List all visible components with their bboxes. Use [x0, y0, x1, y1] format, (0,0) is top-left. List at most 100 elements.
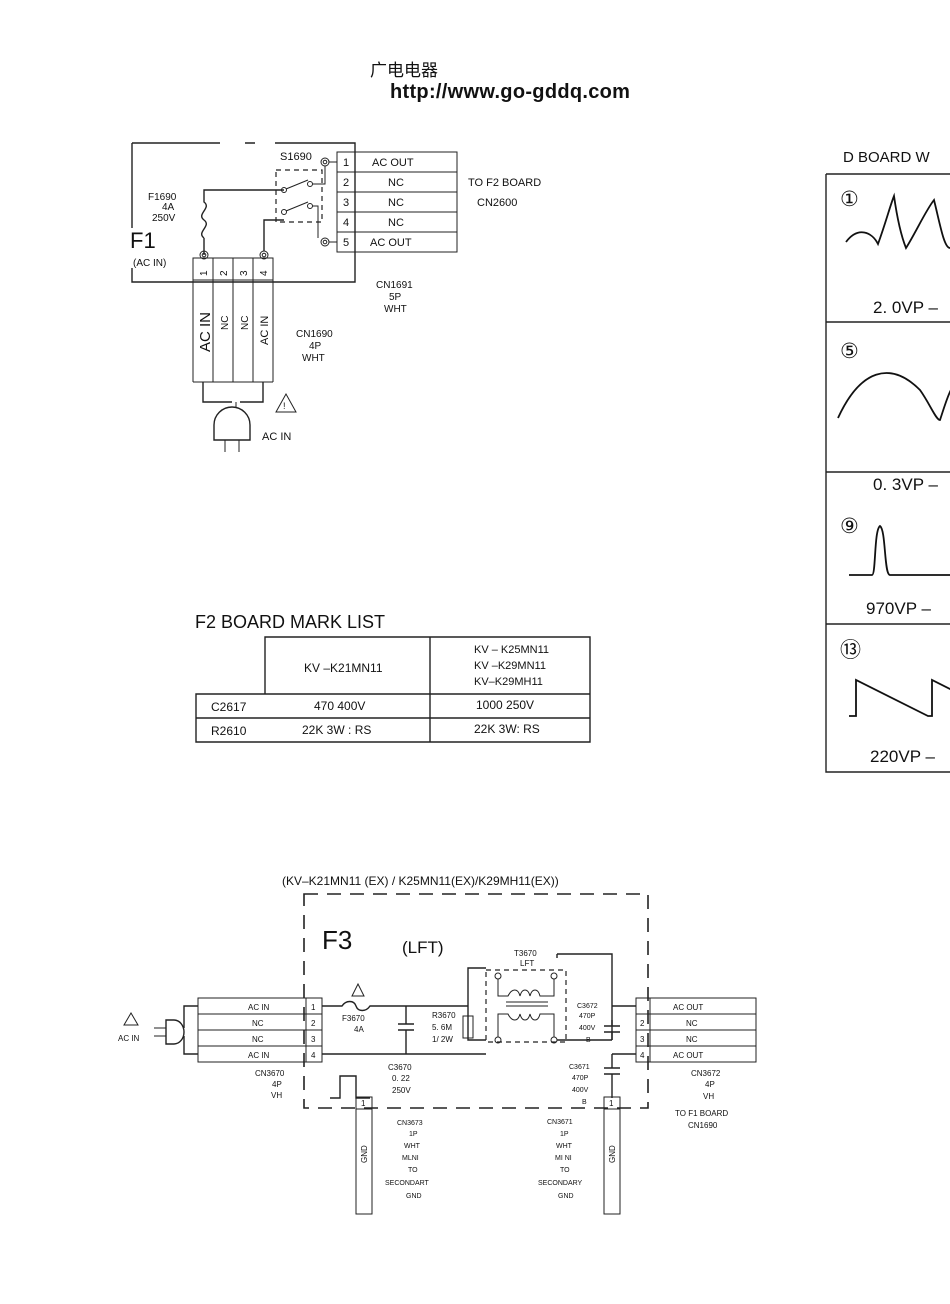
f1-outline-right: [131, 142, 356, 283]
site-url[interactable]: http://www.go-gddq.com: [390, 81, 631, 103]
c3671-type: B: [582, 1099, 587, 1106]
warning-icon: [275, 392, 297, 413]
waveform-frame: [825, 173, 950, 773]
cn3670-pin-num: 4: [311, 1051, 316, 1060]
f1-to-connector: CN2600: [477, 197, 517, 209]
f3-plug-icon: [165, 1019, 185, 1045]
waveform-trace: [849, 678, 950, 717]
waveform-amplitude: 2. 0VP –: [873, 298, 938, 317]
waveform-num: ⑤: [840, 340, 859, 363]
cn1690-strand-label: AC IN: [259, 316, 271, 345]
fuse-rating: 4A: [162, 202, 175, 213]
cn3671-lead: [603, 1109, 621, 1215]
f3-models: (KV–K21MN11 (EX) / K25MN11(EX)/K29MH11(E…: [282, 874, 559, 888]
cn3672-pin-label: NC: [686, 1035, 698, 1044]
c3670-ref: C3670: [388, 1063, 412, 1072]
c3672-value: 470P: [579, 1013, 596, 1020]
cn3670-pin-label: NC: [252, 1035, 264, 1044]
cn3670-ref: CN3670: [255, 1069, 285, 1078]
waveform-trace: [849, 524, 950, 576]
cn3670-pins: 4P: [272, 1080, 282, 1089]
waveform-trace: [837, 372, 950, 421]
fuse-ref: F1690: [148, 192, 177, 203]
fuse-voltage: 250V: [152, 213, 176, 224]
gnd-pin: 1: [609, 1099, 614, 1108]
cn1691-pin-num: 3: [343, 197, 349, 209]
cn3671-pins: 1P: [560, 1131, 569, 1138]
cn1691-pin-num: 5: [343, 237, 349, 249]
f1-to-board: TO F2 BOARD: [468, 177, 541, 189]
cn3672-type: VH: [703, 1092, 714, 1101]
cn3672-pin-num: 2: [640, 1019, 645, 1028]
f3-sub-label: (LFT): [402, 938, 444, 957]
waveform-num: ⑨: [840, 515, 859, 538]
cn3672-pins: 4P: [705, 1080, 715, 1089]
t3670-type: LFT: [520, 959, 534, 968]
cn3672-pin-label: NC: [686, 1019, 698, 1028]
f3-plug-label: AC IN: [118, 1034, 140, 1043]
cn3670-pin-num: 2: [311, 1019, 316, 1028]
cn1691-pin-num: 1: [343, 157, 349, 169]
cn3673-lead: [355, 1109, 373, 1215]
gnd-pin: 1: [361, 1099, 366, 1108]
warning-icon: [351, 982, 365, 997]
fuse-ref: F3670: [342, 1014, 365, 1023]
cn3673-dest: GND: [406, 1193, 422, 1200]
cn1691-pin-label: NC: [388, 197, 404, 209]
cn1690-pin-num: 3: [239, 270, 250, 276]
mark-list-cell: 1000 250V: [476, 698, 534, 712]
cn1690-pin-num: 2: [219, 270, 230, 276]
gnd-label: GND: [608, 1145, 617, 1163]
f3-to-connector: CN1690: [688, 1121, 718, 1130]
switch-ref: S1690: [280, 151, 312, 163]
cn3673-color: WHT: [404, 1143, 421, 1150]
cn3672-pin-num: 3: [640, 1035, 645, 1044]
mark-list-model: KV – K25MN11: [474, 644, 549, 656]
switch-s1690: [275, 169, 323, 223]
waveform-amplitude: 970VP –: [866, 599, 931, 618]
f1-board-label: F1: [130, 228, 156, 253]
cn3671-dest: GND: [558, 1193, 574, 1200]
f1-plug-label: AC IN: [262, 431, 291, 443]
f3-plug-cord: [183, 1005, 198, 1055]
c3671-value: 470P: [572, 1075, 589, 1082]
cn3671-dest: SECONDARY: [538, 1180, 583, 1187]
f3-board: (KV–K21MN11 (EX) / K25MN11(EX)/K29MH11(E…: [118, 874, 757, 1215]
ac-plug-cord: [202, 382, 264, 403]
f1-ac-in-tag: (AC IN): [133, 258, 166, 269]
cn3670-pin-label: AC IN: [248, 1003, 270, 1012]
c3671-voltage: 400V: [572, 1087, 589, 1094]
cn1691-pin-label: NC: [388, 177, 404, 189]
cn3670-pin-num: 1: [311, 1003, 316, 1012]
cn3673-pins: 1P: [409, 1131, 418, 1138]
cn3672-pin-num: 4: [640, 1051, 645, 1060]
cn1690-pin-num: 4: [259, 270, 270, 276]
cn3670-type: VH: [271, 1091, 282, 1100]
cn3673-to: TO: [408, 1167, 418, 1174]
c3670-voltage: 250V: [392, 1086, 411, 1095]
r3670-resistor: [462, 1015, 474, 1039]
f3-to-board: TO F1 BOARD: [675, 1109, 728, 1118]
mark-list-cell: 22K 3W : RS: [302, 723, 371, 737]
f2-mark-list: F2 BOARD MARK LIST KV –K21MN11 KV – K25M…: [195, 612, 591, 743]
mark-list-model: KV –K21MN11: [304, 661, 383, 675]
cn3670-pin-label: AC IN: [248, 1051, 270, 1060]
cn1691-pin-label: AC OUT: [372, 157, 414, 169]
mark-list-cell: 470 400V: [314, 699, 365, 713]
warning-icon: [123, 1012, 139, 1026]
f3-outline: [303, 893, 649, 1109]
gnd-label: GND: [360, 1145, 369, 1163]
c3671-ref: C3671: [569, 1064, 590, 1071]
cn1691-pin-label: AC OUT: [370, 237, 412, 249]
cn1691-pin-num: 4: [343, 217, 349, 229]
t3670-transformer: [485, 969, 567, 1043]
cn1690-pin-num: 1: [199, 270, 210, 276]
c3672-voltage: 400V: [579, 1025, 596, 1032]
waveform-panels: D BOARD W ① 2. 0VP – ⑤ 0. 3VP – ⑨ 970VP …: [825, 149, 950, 773]
site-name: 广电电器: [370, 61, 438, 81]
r3670-value: 5. 6M: [432, 1023, 452, 1032]
waveform-amplitude: 220VP –: [870, 747, 935, 766]
cn3672-pin-label: AC OUT: [673, 1051, 703, 1060]
cn1691-connector: [336, 151, 458, 253]
